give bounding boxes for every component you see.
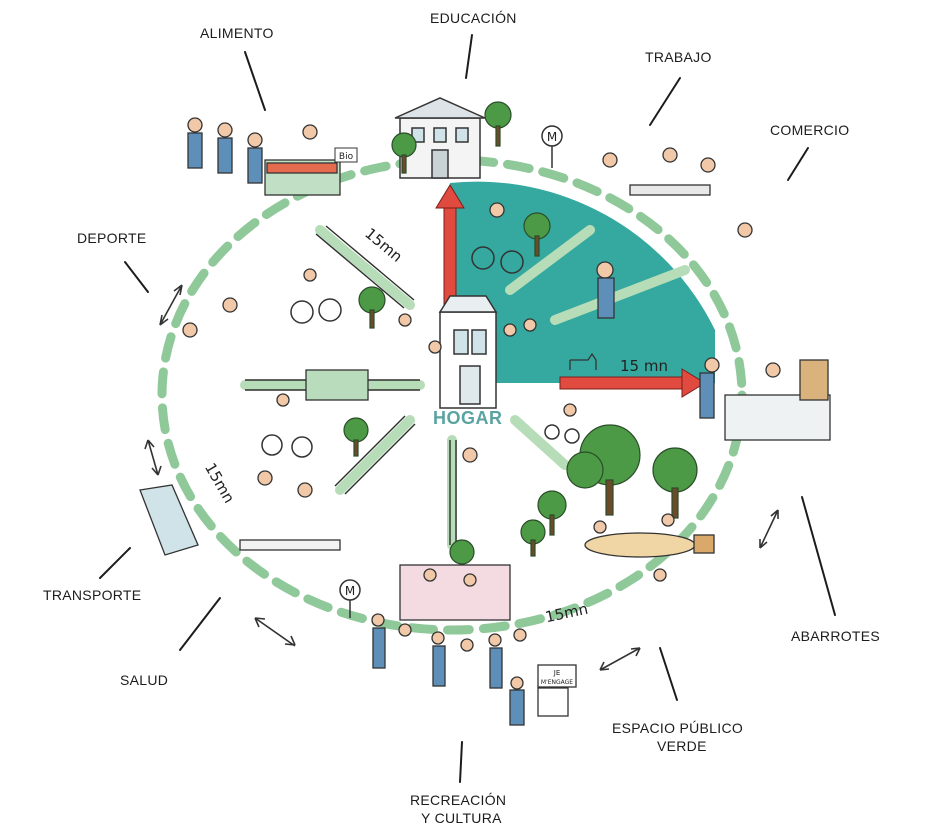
label-espacio-publico-line2: VERDE [657,738,707,754]
spoke-ne [505,225,595,295]
label-deporte: DEPORTE [77,230,147,246]
label-trabajo: TRABAJO [645,49,712,65]
label-recreacion-line1: RECREACIÓN [410,792,507,808]
label-comercio: COMERCIO [770,122,850,138]
arrow-up-head [435,184,465,209]
work-desk [629,184,711,196]
arrow-right-head [681,368,706,398]
picnic-blanket [584,532,696,558]
dog [569,352,597,370]
vote-sign-line1: JE [553,669,561,677]
time-label-right: 15 mn [620,357,668,375]
fifteen-minute-zone [450,181,715,383]
scene-vignettes [139,117,831,726]
home-building [438,295,498,409]
metro-sign-top-letter: M [547,130,557,144]
spoke-se [510,415,570,470]
label-espacio-publico-line1: ESPACIO PÚBLICO [612,720,744,736]
clinic-desk [239,539,341,551]
home-label: HOGAR [433,408,503,428]
label-salud: SALUD [120,672,169,688]
arrow-up-shaft [443,204,457,306]
label-leader-lines [99,34,836,783]
label-alimento: ALIMENTO [200,25,274,41]
spoke-e [550,265,690,325]
trees [343,101,698,565]
walk-arrows [435,184,706,398]
bio-sign: Bio [339,152,354,162]
arrow-right-shaft [559,376,686,390]
culture-stage [399,564,511,621]
grocery-counter [724,394,831,441]
bio-sign-board [334,147,358,163]
bus-shelter [139,484,199,556]
label-recreacion-line2: Y CULTURA [421,810,502,826]
vote-sign-line2: M'ENGAGE [541,679,573,686]
garden-planter [305,369,369,401]
spoke-nw [315,225,415,310]
label-abarrotes: ABARROTES [791,628,881,644]
double-arrows [144,284,779,671]
vote-box [537,664,577,717]
label-educacion: EDUCACIÓN [430,10,517,26]
metro-sign-bottom-letter: M [345,584,355,598]
label-transporte: TRANSPORTE [43,587,142,603]
spoke-sw [335,415,415,495]
